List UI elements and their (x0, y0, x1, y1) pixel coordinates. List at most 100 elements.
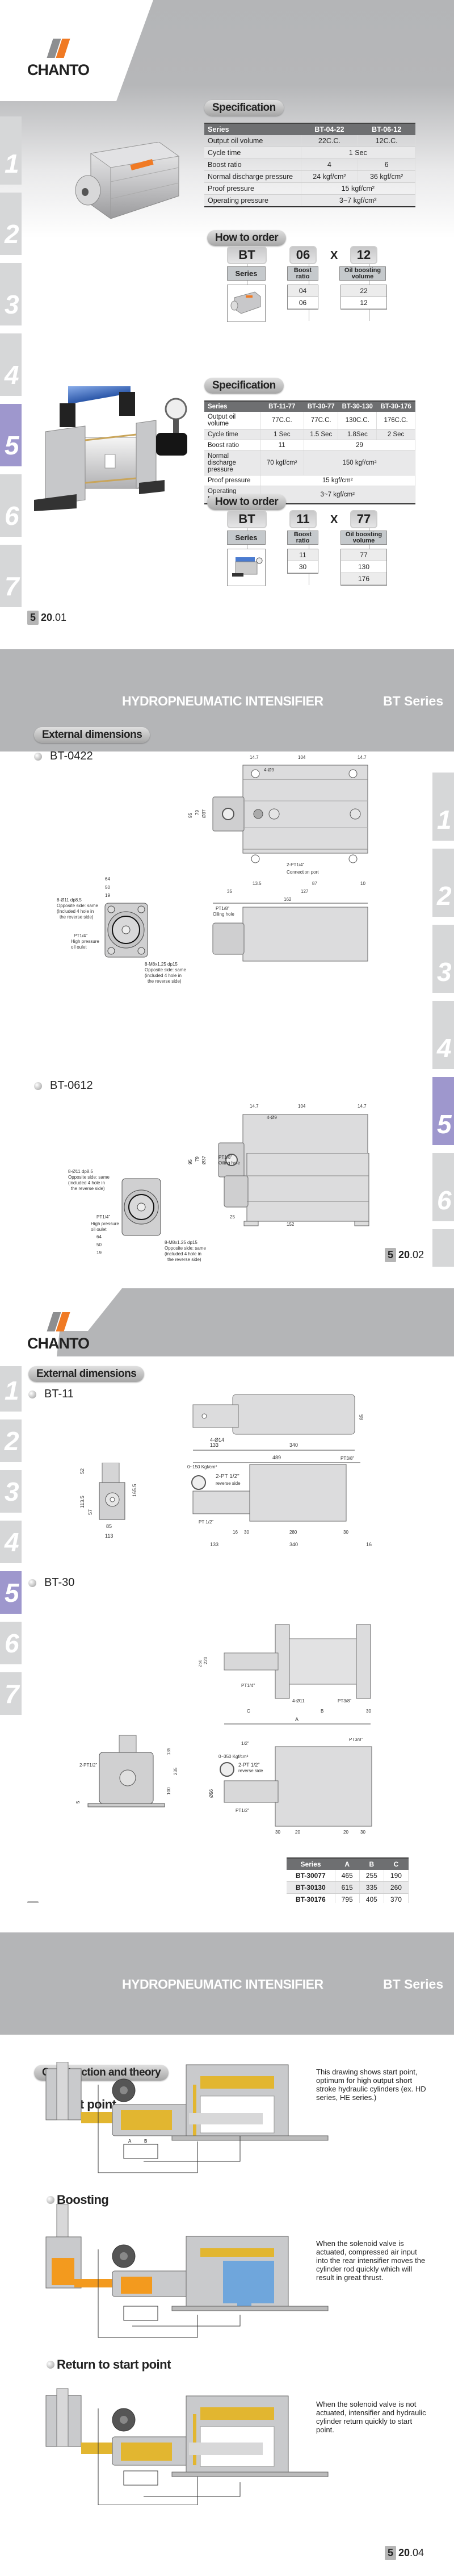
order-label-series: Series (227, 266, 266, 281)
svg-text:79: 79 (195, 1157, 200, 1162)
bullet-icon (47, 2361, 54, 2369)
svg-text:100: 100 (166, 1787, 171, 1795)
chapter-tab-4[interactable]: 4 (0, 1521, 22, 1563)
svg-text:0~150 Kgf/cm²: 0~150 Kgf/cm² (187, 1464, 217, 1469)
banner-title: HYDROPNEUMATIC INTENSIFIER (122, 694, 323, 708)
order-code-boost: 11 (289, 510, 317, 528)
svg-text:104: 104 (298, 755, 306, 760)
chapter-tab-2[interactable]: 2 (432, 849, 454, 917)
svg-text:A: A (295, 1717, 299, 1722)
svg-text:162: 162 (284, 897, 292, 902)
oil-volume-options: 22 12 (340, 285, 387, 310)
section-heading: External dimensions (28, 1366, 145, 1382)
svg-text:95: 95 (188, 813, 193, 818)
chapter-tab-5-active[interactable]: 5 (0, 404, 22, 466)
svg-text:PT1/2": PT1/2" (236, 1808, 249, 1813)
chapter-tab-7[interactable]: 7 (0, 545, 22, 607)
chapter-tab-3[interactable]: 3 (432, 925, 454, 993)
brand-name: CHANTO (27, 61, 90, 78)
svg-text:PT3/8": PT3/8" (340, 1456, 354, 1461)
section-heading: How to order (207, 494, 287, 510)
brand-name: CHANTO (27, 1335, 90, 1352)
model-title-bt-0612: BT-0612 (34, 1079, 93, 1092)
svg-text:2-PT 1/2": 2-PT 1/2" (216, 1473, 239, 1480)
chapter-tabs: 1 2 3 4 5 6 7 (0, 1366, 22, 1723)
section-heading: External dimensions (34, 727, 150, 743)
svg-text:13.5: 13.5 (253, 881, 262, 886)
chapter-tab-1[interactable]: 1 (0, 1366, 22, 1412)
svg-text:5: 5 (75, 1801, 81, 1803)
header-band (57, 1288, 454, 1356)
chapter-tab-2[interactable]: 2 (0, 193, 22, 255)
svg-text:the reverse side): the reverse side) (60, 915, 94, 920)
svg-text:Oiling hole: Oiling hole (213, 912, 234, 917)
chapter-tab-7[interactable]: 7 (0, 1672, 22, 1715)
chanto-logo: CHANTO (27, 39, 95, 78)
order-label-volume: Oil boosting volume (340, 531, 387, 545)
svg-text:79: 79 (195, 810, 200, 815)
chapter-tab-5-active[interactable]: 5 (0, 1571, 22, 1614)
svg-text:PT1/4": PT1/4" (241, 1683, 255, 1688)
chapter-tab-2[interactable]: 2 (0, 1419, 22, 1462)
model-title-bt-11: BT-11 (28, 1388, 74, 1401)
order-separator: X (330, 249, 338, 262)
svg-text:14.7: 14.7 (250, 755, 259, 760)
svg-text:16: 16 (233, 1530, 238, 1535)
svg-text:152: 152 (287, 1222, 295, 1227)
how-to-order-1: How to order BT 06 X 12 Series Boost rat… (204, 230, 443, 338)
banner-series: BT Series (383, 1977, 444, 1992)
svg-text:Ø37: Ø37 (201, 809, 207, 818)
order-code-series: BT (227, 246, 267, 264)
svg-text:(included 4 hole in: (included 4 hole in (68, 1180, 105, 1185)
chapter-tab-4[interactable]: 4 (432, 1001, 454, 1069)
bullet-icon (34, 752, 42, 761)
step-description-start-point: This drawing shows start point, optimum … (316, 2068, 426, 2102)
chapter-tab-6[interactable]: 6 (0, 474, 22, 537)
order-series-image (227, 549, 266, 586)
svg-text:8-Ø11 dp8.5: 8-Ø11 dp8.5 (68, 1169, 93, 1174)
model-title-bt-0422: BT-0422 (34, 750, 93, 763)
svg-text:2-PT1/2": 2-PT1/2" (79, 1763, 97, 1768)
order-label-boost: Boost ratio (287, 531, 318, 545)
svg-text:85: 85 (359, 1414, 364, 1420)
svg-text:14.7: 14.7 (250, 1104, 259, 1109)
order-label-boost: Boost ratio (287, 266, 318, 281)
chapter-tab-3[interactable]: 3 (0, 1470, 22, 1513)
svg-text:B: B (321, 1709, 323, 1714)
chapter-tab-4[interactable]: 4 (0, 333, 22, 396)
svg-text:oil oulet: oil oulet (71, 945, 87, 950)
chapter-tab-3[interactable]: 3 (0, 263, 22, 325)
chapter-tab-1[interactable]: 1 (0, 116, 22, 185)
svg-text:(Included 4 hole in: (Included 4 hole in (57, 909, 94, 914)
page-20-03: CHANTO 1 2 3 4 5 6 7 External dimensions… (0, 1267, 454, 1903)
chapter-tab-5-active[interactable]: 5 (432, 1077, 454, 1145)
svg-text:20: 20 (343, 1830, 348, 1835)
svg-text:Opposite side: same: Opposite side: same (165, 1246, 206, 1251)
chapter-tab-6[interactable]: 6 (432, 1153, 454, 1221)
svg-text:4-Ø9: 4-Ø9 (267, 1115, 277, 1120)
chapter-tab-6[interactable]: 6 (0, 1622, 22, 1664)
mini-product-icon (232, 557, 263, 577)
drawing-bt-0612-side: PT1/8"Oiling hole (218, 1153, 369, 1226)
svg-text:30: 30 (244, 1530, 249, 1535)
chapter-tab-1[interactable]: 1 (432, 773, 454, 841)
diagram-start-point: A B (45, 2062, 329, 2173)
svg-text:14.7: 14.7 (358, 755, 367, 760)
chapter-tab-7[interactable]: 7 (432, 1229, 454, 1267)
order-separator: X (330, 513, 338, 526)
svg-text:30: 30 (360, 1830, 365, 1835)
svg-text:PT1/8": PT1/8" (218, 1155, 232, 1160)
mini-product-icon (230, 291, 261, 314)
svg-text:4-Ø11: 4-Ø11 (292, 1698, 305, 1704)
